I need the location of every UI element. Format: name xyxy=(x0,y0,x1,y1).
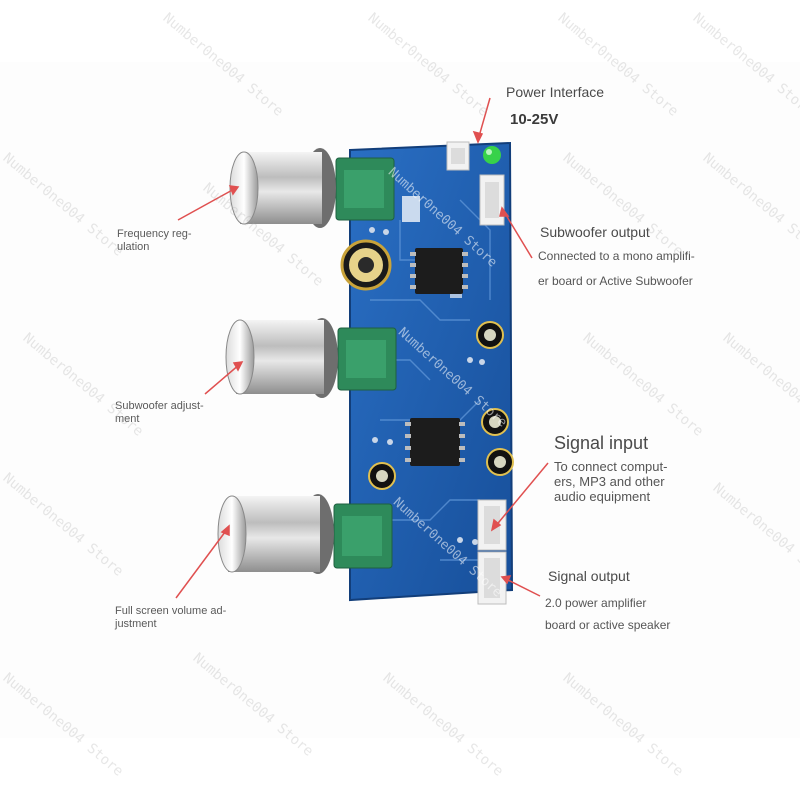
led-indicator xyxy=(483,146,501,164)
frequency-potentiometer xyxy=(335,157,395,221)
arrow-volume xyxy=(175,527,229,599)
capacitor xyxy=(476,321,504,349)
capacitor-large xyxy=(340,239,392,291)
power-voltage-label: 10-25V xyxy=(510,111,559,128)
signal-input-title: Signal input xyxy=(554,433,649,453)
ic-chip-top xyxy=(410,248,468,294)
frequency-regulation-label: Frequency reg- ulation xyxy=(117,228,192,253)
capacitor xyxy=(486,448,514,476)
volume-adjustment-label: Full screen volume ad- justment xyxy=(115,605,227,630)
subwoofer-output-desc-line2: er board or Active Subwoofer xyxy=(538,274,693,288)
signal-output-connector xyxy=(477,551,507,605)
arrow-frequency xyxy=(177,187,237,221)
subwoofer-output-desc-line1: Connected to a mono amplifi- xyxy=(538,249,695,263)
subwoofer-knob xyxy=(225,318,338,398)
signal-output-desc-line2: board or active speaker xyxy=(545,618,671,632)
subwoofer-adjustment-label: Subwoofer adjust- ment xyxy=(115,400,204,425)
arrow-subwoofer-output xyxy=(502,209,533,259)
signal-input-connector xyxy=(477,499,507,551)
signal-input-desc: To connect comput- ers, MP3 and other au… xyxy=(554,459,668,504)
arrow-signal-output xyxy=(503,577,541,597)
capacitor xyxy=(481,408,509,436)
volume-knob xyxy=(217,494,334,574)
subwoofer-output-title: Subwoofer output xyxy=(540,224,650,240)
frequency-knob xyxy=(229,148,336,228)
volume-potentiometer xyxy=(333,503,393,569)
subwoofer-output-connector xyxy=(479,174,505,226)
signal-output-desc-line1: 2.0 power amplifier xyxy=(545,596,647,610)
ic-chip-bottom xyxy=(405,418,465,466)
arrow-signal-input xyxy=(493,462,549,529)
arrow-subwoofer-adjust xyxy=(204,363,241,395)
signal-output-title: Signal output xyxy=(548,568,630,584)
power-interface-label: Power Interface xyxy=(506,84,605,100)
power-connector xyxy=(446,141,470,171)
capacitor xyxy=(368,462,396,490)
subwoofer-potentiometer xyxy=(337,327,397,391)
